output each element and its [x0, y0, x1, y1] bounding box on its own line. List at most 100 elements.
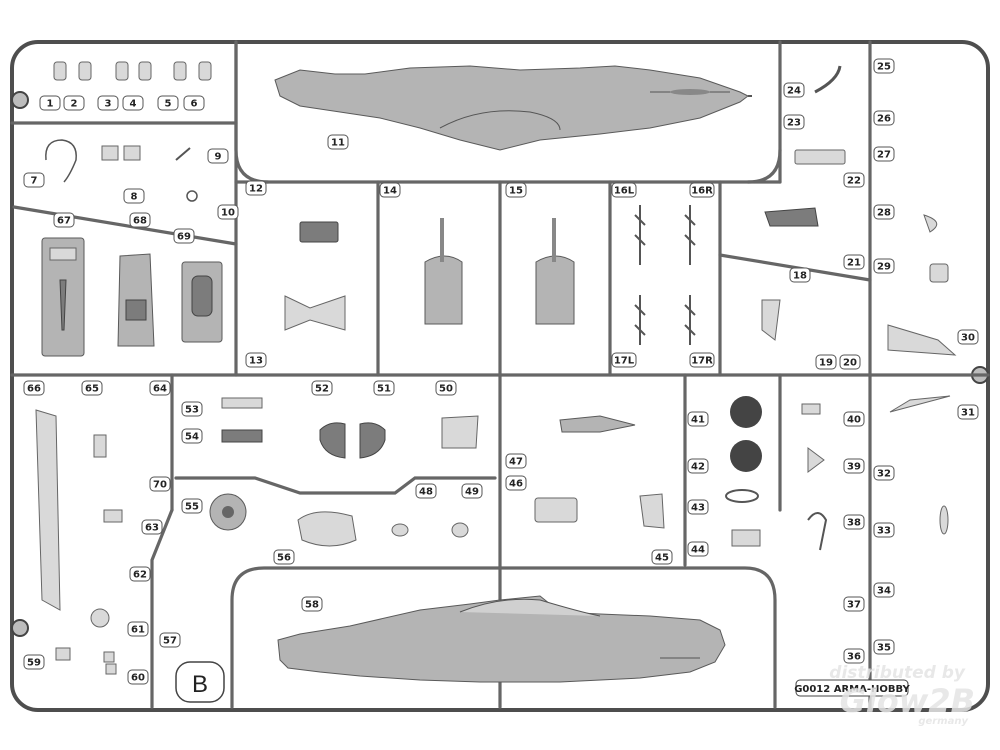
part-tag-48: 48 — [415, 483, 437, 499]
part-tag-frame — [839, 354, 861, 370]
part-number: 27 — [877, 150, 891, 161]
cell-right-lower — [725, 395, 951, 551]
part-number: 65 — [85, 384, 99, 395]
part-tag-frame — [245, 352, 267, 368]
part-tag-frame — [873, 58, 895, 74]
part-tag-frame — [23, 380, 45, 396]
fuselage-half-top — [274, 65, 752, 151]
watermark-line1: distributed by — [829, 663, 966, 683]
part-tag-frame — [23, 654, 45, 670]
part-number: 22 — [847, 176, 861, 187]
part-tag-frame — [611, 182, 637, 198]
part-tag-frame — [327, 134, 349, 150]
part-tag-frame — [181, 498, 203, 514]
part-number: 19 — [819, 358, 833, 369]
part-number: 11 — [331, 138, 345, 149]
part-number: 31 — [961, 408, 975, 419]
part-tag-1: 1 — [39, 95, 61, 111]
part-number: 1 — [47, 99, 54, 110]
part-tag-5: 5 — [157, 95, 179, 111]
part-tag-frame — [843, 648, 865, 664]
part-tag-frame — [461, 483, 483, 499]
part-number: 61 — [131, 625, 145, 636]
part-number: 3 — [105, 99, 112, 110]
part-number: 25 — [877, 62, 891, 73]
part-tag-40: 40 — [843, 411, 865, 427]
part-tag-62: 62 — [129, 566, 151, 582]
part-tag-frame — [53, 212, 75, 228]
part-tag-frame — [843, 254, 865, 270]
part-number: 67 — [57, 216, 71, 227]
part-tag-frame — [689, 352, 715, 368]
part-number: 35 — [877, 643, 891, 654]
part-tag-68: 68 — [129, 212, 151, 228]
part-number: 36 — [847, 652, 861, 663]
part-tag-frame — [23, 172, 45, 188]
part-tag-frame — [687, 499, 709, 515]
part-tag-frame — [63, 95, 85, 111]
part-tag-59: 59 — [23, 654, 45, 670]
part-tag-frame — [651, 549, 673, 565]
part-tag-frame — [873, 110, 895, 126]
part-tag-6: 6 — [183, 95, 205, 111]
part-tag-47: 47 — [505, 453, 527, 469]
part-tag-frame — [217, 204, 239, 220]
part-number: 2 — [71, 99, 78, 110]
part-number: 5 — [165, 99, 172, 110]
part-tag-4: 4 — [122, 95, 144, 111]
part-number: 8 — [131, 192, 138, 203]
part-tag-41: 41 — [687, 411, 709, 427]
part-number: 57 — [163, 636, 177, 647]
part-number: 29 — [877, 262, 891, 273]
part-tag-53: 53 — [181, 401, 203, 417]
part-tag-56: 56 — [273, 549, 295, 565]
part-tag-65: 65 — [81, 380, 103, 396]
part-tag-28: 28 — [873, 204, 895, 220]
part-number: 60 — [131, 673, 145, 684]
part-number: 33 — [877, 526, 891, 537]
part-tag-frame — [311, 380, 333, 396]
part-number: 12 — [249, 184, 263, 195]
part-tag-frame — [505, 453, 527, 469]
part-tag-frame — [783, 82, 805, 98]
part-number: 14 — [383, 186, 397, 197]
part-tag-frame — [159, 632, 181, 648]
part-tag-frame — [505, 182, 527, 198]
part-number: 51 — [377, 384, 391, 395]
part-tag-frame — [127, 669, 149, 685]
fuselage-half-bottom — [277, 595, 726, 683]
part-tag-36: 36 — [843, 648, 865, 664]
part-tag-60: 60 — [127, 669, 149, 685]
part-number: 18 — [793, 271, 807, 282]
part-tag-30: 30 — [957, 329, 979, 345]
part-tag-63: 63 — [141, 519, 163, 535]
part-number: 17R — [691, 356, 713, 367]
part-number: 30 — [961, 333, 975, 344]
part-number: 39 — [847, 462, 861, 473]
part-tag-frame — [783, 114, 805, 130]
part-number: 20 — [843, 358, 857, 369]
part-tag-13: 13 — [245, 352, 267, 368]
part-number: 38 — [847, 518, 861, 529]
part-tag-frame — [873, 204, 895, 220]
part-number: 17L — [614, 356, 635, 367]
part-tag-25: 25 — [873, 58, 895, 74]
part-number: 6 — [191, 99, 198, 110]
part-tag-44: 44 — [687, 541, 709, 557]
part-tag-frame — [505, 475, 527, 491]
part-number: 59 — [27, 658, 41, 669]
part-tag-19: 19 — [815, 354, 837, 370]
cell-center-lower — [209, 397, 665, 547]
part-number: 64 — [153, 384, 167, 395]
part-number: 40 — [847, 415, 861, 426]
part-tag-frame — [843, 172, 865, 188]
part-number: 13 — [249, 356, 263, 367]
part-number: 48 — [419, 487, 433, 498]
part-number: 7 — [31, 176, 38, 187]
part-tag-52: 52 — [311, 380, 333, 396]
part-number: 62 — [133, 570, 147, 581]
part-tag-frame — [301, 596, 323, 612]
part-tag-frame — [611, 352, 637, 368]
part-tag-frame — [843, 596, 865, 612]
part-number: 34 — [877, 586, 891, 597]
